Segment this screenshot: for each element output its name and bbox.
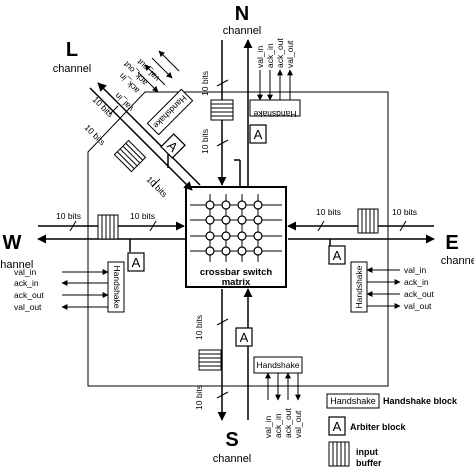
svg-text:Handshake: Handshake <box>256 360 299 370</box>
south-bits-out: 10 bits <box>194 315 204 340</box>
north-arbiter: A <box>249 124 267 144</box>
west-input-buffer <box>97 214 119 240</box>
svg-text:Handshake: Handshake <box>330 396 376 406</box>
north-input-buffer <box>210 99 234 121</box>
crossbar-switch-matrix: crossbar switch matrix <box>185 186 287 288</box>
south-ack-out: ack_out <box>283 408 293 438</box>
local-letter: L <box>66 39 78 61</box>
local-bits-top: 10 bits <box>91 94 116 119</box>
west-word: channel <box>0 259 33 271</box>
north-bits-out: 10 bits <box>200 129 210 154</box>
north-ack-in: ack_in <box>265 43 275 68</box>
east-input-buffer <box>357 208 379 234</box>
legend-arbiter: A Arbiter block <box>328 416 407 436</box>
south-port <box>217 288 253 421</box>
east-bits-out: 10 bits <box>316 207 341 217</box>
svg-text:A: A <box>254 127 263 142</box>
legend-handshake: Handshake Handshake block <box>326 393 458 409</box>
svg-text:A: A <box>132 255 141 270</box>
south-val-in: val_in <box>263 416 273 438</box>
south-val-out: val_out <box>293 410 303 438</box>
crossbar-label-line1: crossbar switch <box>200 267 273 278</box>
east-ack-out: ack_out <box>404 289 434 299</box>
west-ack-out: ack_out <box>14 290 44 300</box>
west-val-out: val_out <box>14 302 42 312</box>
west-handshake: Handshake <box>107 261 125 313</box>
local-port <box>89 82 201 191</box>
local-handshake: Handshake <box>146 88 194 136</box>
svg-text:Handshake: Handshake <box>112 265 122 308</box>
local-bits-in: 10 bits <box>83 122 108 147</box>
north-ack-out: ack_out <box>275 38 285 68</box>
legend-input-buffer: input buffer <box>328 441 382 468</box>
local-input-buffer <box>113 139 147 173</box>
north-handshake: Handshake <box>249 99 301 119</box>
north-bits-in: 10 bits <box>200 71 210 96</box>
crossbar-label-line2: matrix <box>222 277 251 288</box>
south-word: channel <box>213 453 252 465</box>
local-word: channel <box>53 63 92 75</box>
west-bits-in: 10 bits <box>56 211 81 221</box>
east-val-out: val_out <box>404 301 432 311</box>
svg-text:input: input <box>356 447 378 457</box>
west-val-in: val_in <box>14 267 36 277</box>
east-ack-in: ack_in <box>404 277 429 287</box>
svg-text:Handshake: Handshake <box>354 265 364 308</box>
svg-text:A: A <box>333 248 342 263</box>
svg-text:A: A <box>240 330 249 345</box>
east-handshake: Handshake <box>350 261 368 313</box>
south-letter: S <box>225 429 238 451</box>
north-letter: N <box>235 3 249 25</box>
east-arbiter: A <box>328 245 346 265</box>
south-arbiter: A <box>235 327 253 347</box>
north-val-out: val_out <box>285 40 295 68</box>
local-bits-out: 10 bits <box>145 174 170 199</box>
south-input-buffer <box>198 349 222 371</box>
west-bits-out: 10 bits <box>130 211 155 221</box>
west-arbiter: A <box>127 252 145 272</box>
east-word: channel <box>441 255 474 267</box>
west-letter: W <box>3 232 22 254</box>
svg-text:Handshake: Handshake <box>151 93 189 131</box>
east-letter: E <box>445 232 458 254</box>
east-val-in: val_in <box>404 265 426 275</box>
svg-text:buffer: buffer <box>356 458 382 468</box>
local-arbiter: A <box>160 133 186 159</box>
svg-text:Handshake block: Handshake block <box>383 396 458 406</box>
south-bits-in: 10 bits <box>194 385 204 410</box>
west-ack-in: ack_in <box>14 278 39 288</box>
north-word: channel <box>223 25 262 37</box>
svg-text:Arbiter block: Arbiter block <box>350 422 407 432</box>
svg-text:A: A <box>333 419 342 434</box>
north-val-in: val_in <box>255 46 265 68</box>
svg-text:Handshake: Handshake <box>253 109 296 119</box>
south-ack-in: ack_in <box>273 413 283 438</box>
east-bits-in: 10 bits <box>392 207 417 217</box>
legend: Handshake Handshake block A Arbiter bloc… <box>326 393 458 468</box>
south-handshake: Handshake <box>253 356 303 374</box>
